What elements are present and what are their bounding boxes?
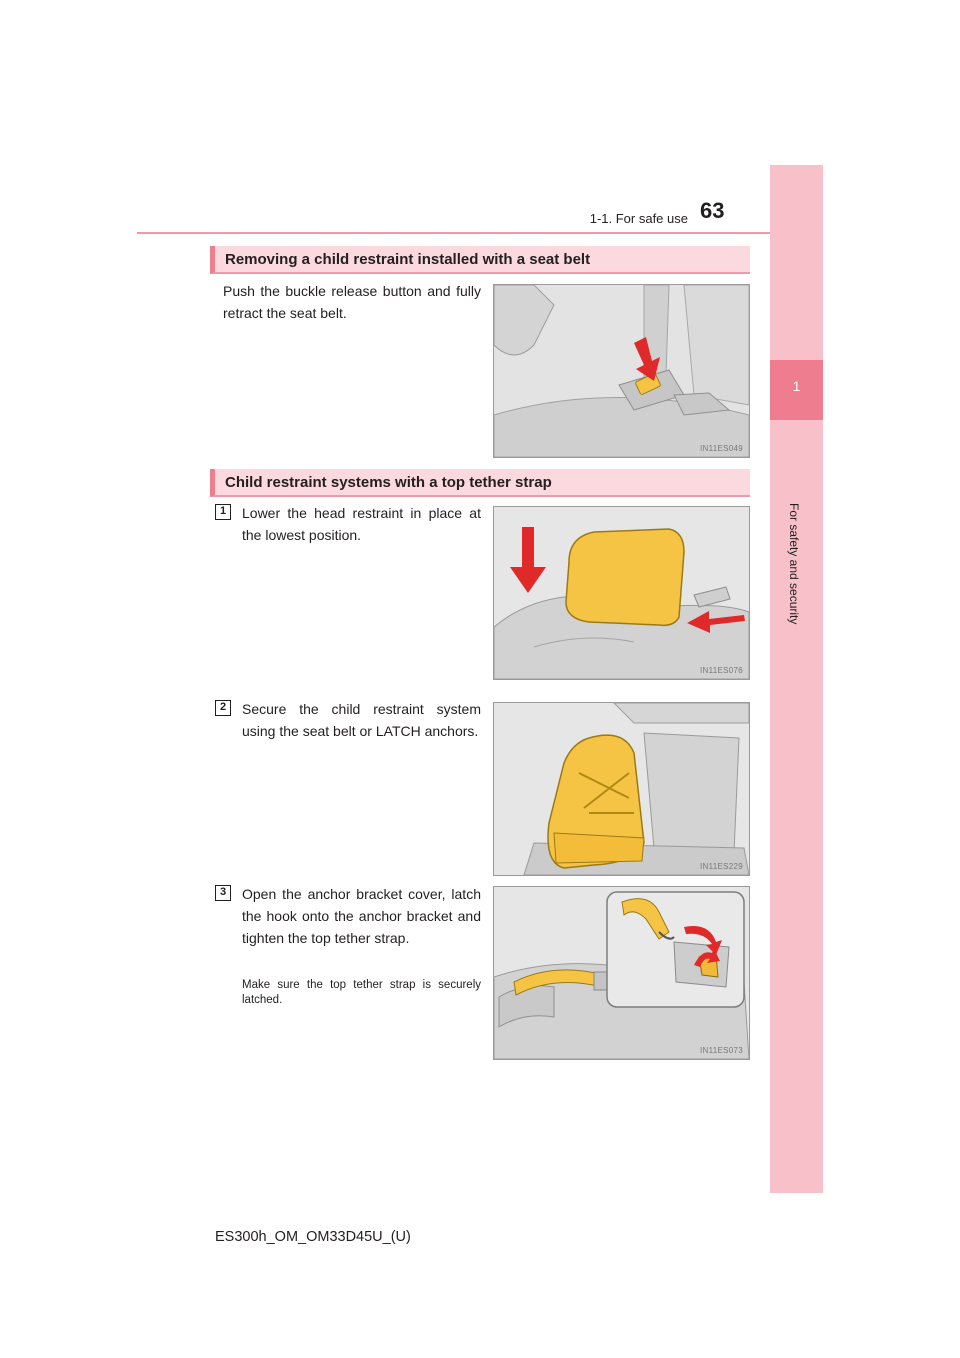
document-code-footer: ES300h_OM_OM33D45U_(U) [215,1229,411,1245]
section-heading-removing-text: Removing a child restraint installed wit… [225,251,591,268]
section-heading-tether-text: Child restraint systems with a top tethe… [225,474,552,491]
figure-buckle-release: IN11ES049 [493,284,750,458]
chapter-tab-marker [770,360,823,420]
figure-code: IN11ES229 [699,862,743,871]
step-2-text: Secure the child restraint system using … [242,701,481,739]
figure-tether-anchor: IN11ES073 [493,886,750,1060]
chapter-side-tab [770,165,823,1193]
running-header-section: 1-1. For safe use [589,211,688,226]
step-3-text: Open the anchor bracket cover, latch the… [242,886,481,946]
page-number: 63 [700,198,725,223]
header-rule [137,232,823,234]
step-number-badge: 2 [215,700,231,716]
figure-code: IN11ES073 [699,1046,743,1055]
chapter-title: For safety and security [787,503,807,663]
step-number-badge: 3 [215,885,231,901]
step-number-badge: 1 [215,504,231,520]
step-1-text: Lower the head restraint in place at the… [242,505,481,543]
chapter-title-text: For safety and security [787,503,801,625]
section-heading-tether: Child restraint systems with a top tethe… [210,469,750,497]
figure-code: IN11ES076 [699,666,743,675]
figure-head-restraint-lowered: IN11ES076 [493,506,750,680]
section-heading-removing: Removing a child restraint installed wit… [210,246,750,274]
chapter-number: 1 [792,378,801,394]
figure-code: IN11ES049 [699,444,743,453]
figure-child-seat-secured: IN11ES229 [493,702,750,876]
removing-instructions: Push the buckle release button and fully… [223,283,481,321]
step-3-note: Make sure the top tether strap is secure… [242,979,481,1006]
